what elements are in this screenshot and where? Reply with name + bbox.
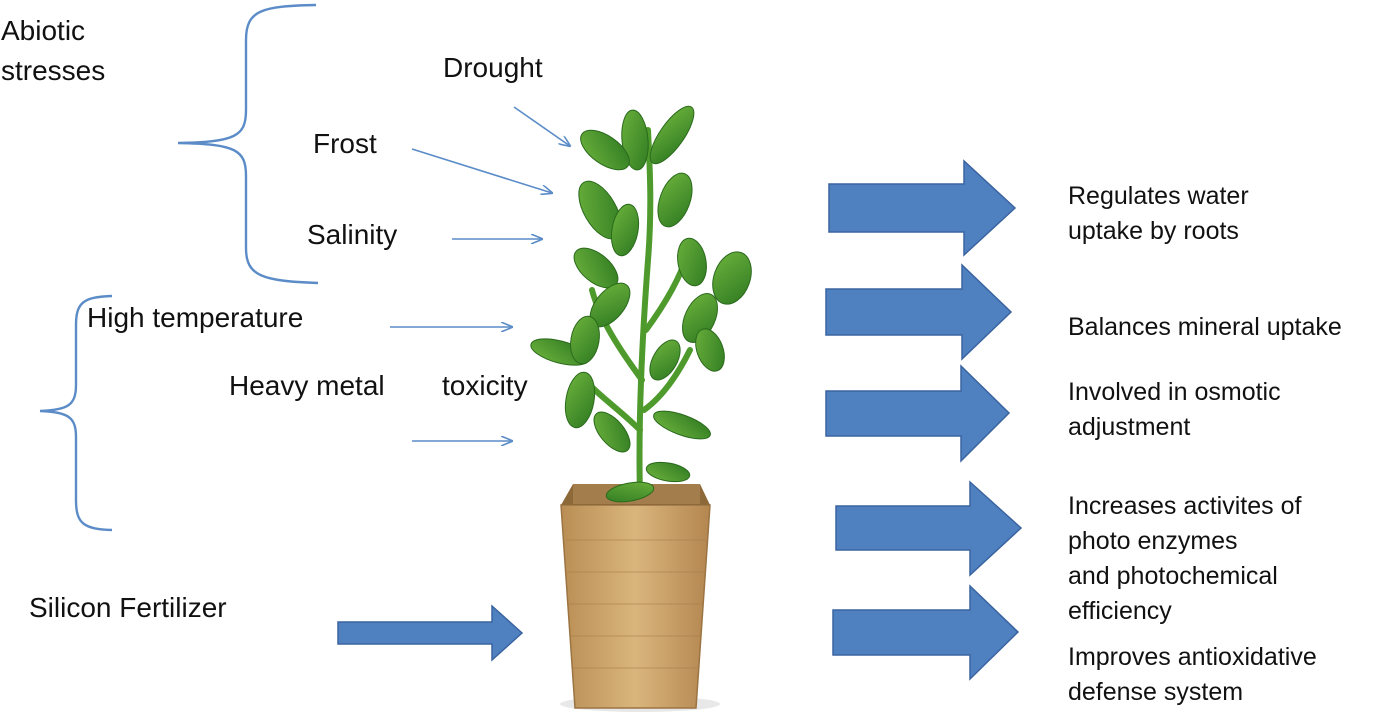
silicon-fertilizer-label: Silicon Fertilizer — [29, 590, 227, 626]
effect-arrow-1 — [829, 161, 1015, 255]
effect-1-line2: uptake by roots — [1068, 214, 1239, 249]
effect-4-line1: Increases activites of — [1068, 489, 1301, 524]
stress-label-toxicity: toxicity — [442, 368, 528, 404]
frost-arrow — [412, 149, 552, 193]
effect-1-line1: Regulates water — [1068, 179, 1249, 214]
effect-3-line1: Involved in osmotic — [1068, 375, 1281, 410]
effect-2-line1: Balances mineral uptake — [1068, 310, 1342, 345]
effect-4-line4: efficiency — [1068, 594, 1172, 629]
stress-label-high-temperature: High temperature — [87, 300, 303, 336]
effect-arrow-2 — [826, 265, 1011, 359]
effect-arrow-3 — [826, 366, 1009, 461]
effect-5-line1: Improves antioxidative — [1068, 640, 1317, 675]
silicon-input-arrow — [338, 606, 522, 660]
effect-5-line2: defense system — [1068, 675, 1243, 710]
pot — [561, 505, 710, 708]
abiotic-stresses-label-line2: stresses — [1, 53, 105, 89]
stress-label-heavy-metal: Heavy metal — [229, 368, 385, 404]
abiotic-stresses-label-line1: Abiotic — [1, 13, 85, 49]
drought-arrow — [514, 107, 570, 146]
stress-label-frost: Frost — [313, 126, 377, 162]
upper-brace — [178, 5, 318, 283]
stress-label-salinity: Salinity — [307, 217, 397, 253]
effect-4-line2: photo enzymes — [1068, 524, 1238, 559]
potted-plant-illustration — [528, 100, 758, 712]
effect-4-line3: and photochemical — [1068, 559, 1278, 594]
effect-arrow-5 — [833, 586, 1018, 679]
effect-arrow-4 — [836, 482, 1021, 575]
stress-label-drought: Drought — [443, 50, 543, 86]
effect-3-line2: adjustment — [1068, 410, 1190, 445]
